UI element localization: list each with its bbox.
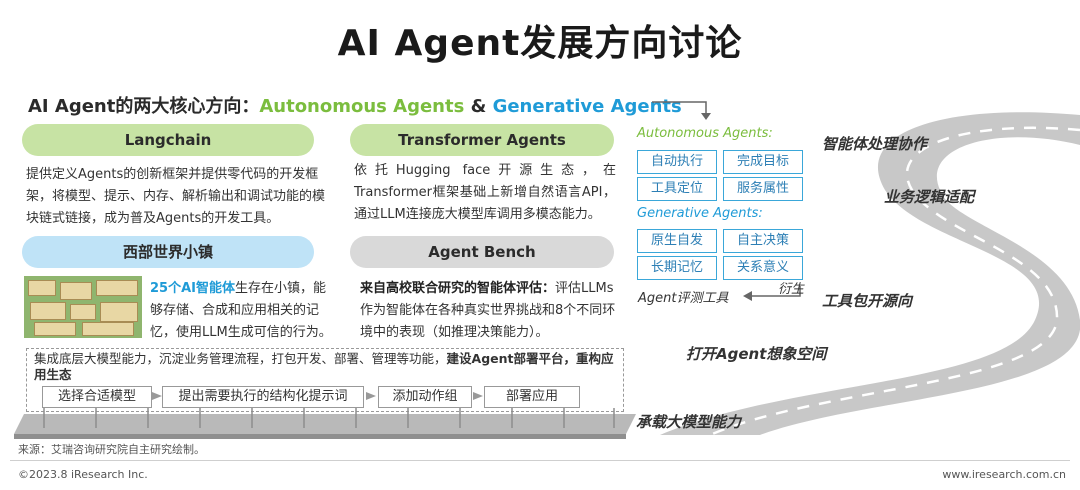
step-4: 部署应用 xyxy=(484,386,580,408)
langchain-text: 提供定义Agents的创新框架并提供零代码的开发框架，将模型、提示、内存、解析输… xyxy=(26,167,326,226)
platform-text-bold: 建设Agent部署平台，重构应用生态 xyxy=(34,351,614,382)
subtitle: AI Agent的两大核心方向：Autonomous Agents & Gene… xyxy=(28,92,682,118)
tag-autonomous-3: 工具定位 xyxy=(637,177,717,201)
agent-bench-pill: Agent Bench xyxy=(350,236,614,268)
subtitle-generative: Generative Agents xyxy=(492,96,682,117)
tag-generative-2: 自主决策 xyxy=(723,229,803,253)
road-label-4: 打开Agent想象空间 xyxy=(686,345,827,363)
arrow-right-down-icon xyxy=(652,101,711,120)
arrow-left-icon xyxy=(743,286,801,301)
road-label-1: 智能体处理协作 xyxy=(822,135,928,153)
tag-generative-3: 长期记忆 xyxy=(637,256,717,280)
tag-generative-4: 关系意义 xyxy=(723,256,803,280)
agent-bench-body: 评估LLMs作为智能体在各种真实世界挑战和8个不同环境中的表现（如推理决策能力）… xyxy=(360,281,616,340)
subtitle-autonomous: Autonomous Agents xyxy=(259,96,465,117)
transformer-text: 依托Hugging face开源生态，在Transformer框架基础上新增自然… xyxy=(354,163,616,222)
langchain-pill: Langchain xyxy=(22,124,314,156)
tag-autonomous-2: 完成目标 xyxy=(723,150,803,174)
derive-label: 衍生 xyxy=(778,282,805,297)
westworld-highlight: 25个AI智能体 xyxy=(150,281,235,296)
tag-generative-1: 原生自发 xyxy=(637,229,717,253)
westworld-pill: 西部世界小镇 xyxy=(22,236,314,268)
footer-divider xyxy=(10,460,1070,461)
agent-bench-bold: 来自高校联合研究的智能体评估： xyxy=(360,281,556,296)
website-link[interactable]: www.iresearch.com.cn xyxy=(942,468,1066,481)
step-2: 提出需要执行的结构化提示词 xyxy=(162,386,364,408)
step-arrow-icon xyxy=(473,392,483,400)
generative-header: Generative Agents: xyxy=(637,206,763,221)
subtitle-amp: & xyxy=(464,96,493,117)
eval-tool-label: Agent评测工具 xyxy=(638,291,729,306)
step-arrow-icon xyxy=(152,392,162,400)
step-3: 添加动作组 xyxy=(378,386,472,408)
platform-base xyxy=(14,408,636,439)
road-label-2: 业务逻辑适配 xyxy=(884,188,975,206)
tag-autonomous-4: 服务属性 xyxy=(723,177,803,201)
tag-autonomous-1: 自动执行 xyxy=(637,150,717,174)
step-1: 选择合适模型 xyxy=(42,386,152,408)
westworld-text: 25个AI智能体生存在小镇，能够存储、合成和应用相关的记忆，使用LLM生成可信的… xyxy=(150,278,336,344)
platform-text-plain: 集成底层大模型能力，沉淀业务管理流程，打包开发、部署、管理等功能， xyxy=(34,351,447,366)
platform-box xyxy=(26,348,624,412)
source-note: 来源：艾瑞咨询研究院自主研究绘制。 xyxy=(18,443,205,456)
road-label-3: 工具包开源向 xyxy=(822,292,913,310)
step-arrow-icon xyxy=(366,392,376,400)
transformer-pill: Transformer Agents xyxy=(350,124,614,156)
westworld-body: 生存在小镇，能够存储、合成和应用相关的记忆，使用LLM生成可信的行为。 xyxy=(150,281,332,340)
agent-bench-text: 来自高校联合研究的智能体评估：评估LLMs作为智能体在各种真实世界挑战和8个不同… xyxy=(360,278,618,344)
town-thumbnail-image xyxy=(24,276,142,338)
autonomous-header: Autonomous Agents: xyxy=(637,126,773,141)
page-title: AI Agent发展方向讨论 xyxy=(337,23,743,64)
copyright: ©2023.8 iResearch Inc. xyxy=(18,468,148,481)
road-graphic xyxy=(660,112,1080,437)
road-label-5: 承载大模型能力 xyxy=(636,413,742,431)
platform-text: 集成底层大模型能力，沉淀业务管理流程，打包开发、部署、管理等功能，建设Agent… xyxy=(34,351,614,383)
subtitle-prefix: AI Agent的两大核心方向： xyxy=(28,96,260,117)
